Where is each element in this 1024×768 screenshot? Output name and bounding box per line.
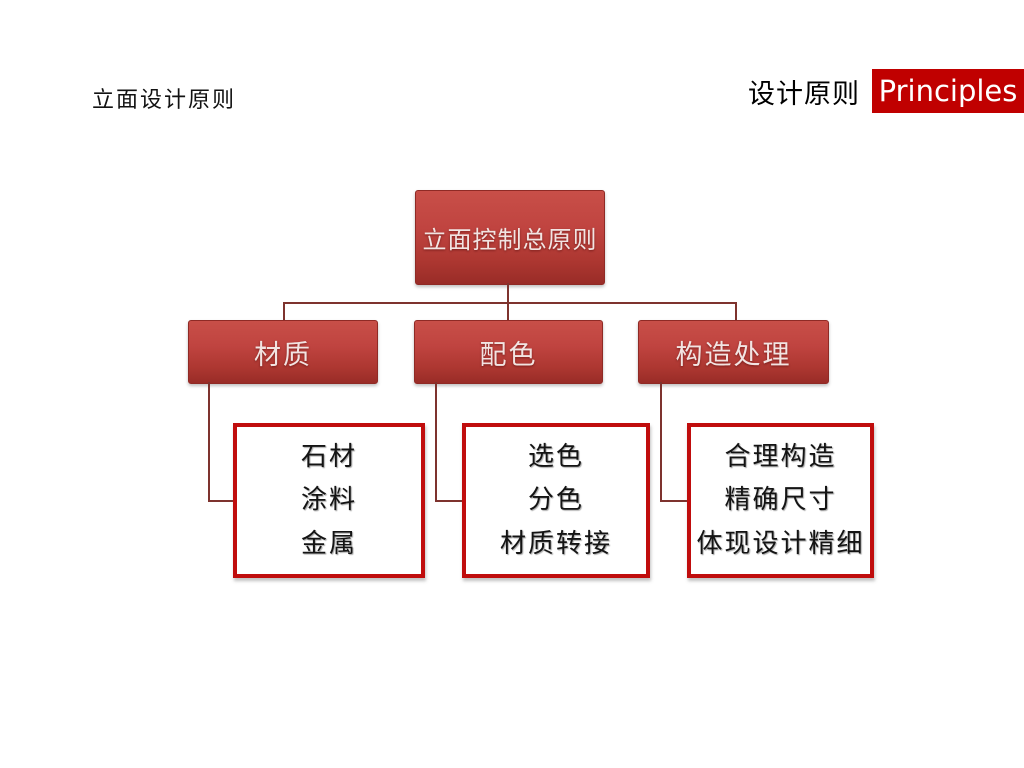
branch-node-label: 构造处理 [675,339,792,371]
branch-node-label: 材质 [254,339,312,371]
root-node-label: 立面控制总原则 [422,226,598,254]
elbow-vertical-1 [208,382,210,501]
connector-trunk [507,283,509,302]
header-label-en: Principles [878,74,1018,108]
branch-node-label: 配色 [479,339,538,371]
header-accent-box: Principles [872,69,1024,113]
elbow-horizontal-2 [435,500,462,502]
detail-item: 金属 [300,528,357,559]
header-label-zh: 设计原则 [748,78,860,110]
detail-item: 体现设计精细 [696,528,865,559]
connector-stub-right [735,302,737,320]
connector-rail [283,302,736,304]
detail-item: 选色 [527,441,584,472]
root-node: 立面控制总原则 [415,190,605,285]
detail-box-material: 石材 涂料 金属 [233,423,425,578]
branch-node-construction: 构造处理 [638,320,829,384]
elbow-vertical-2 [435,382,437,501]
detail-item: 分色 [527,485,584,516]
slide-title: 立面设计原则 [92,88,237,113]
detail-item: 合理构造 [724,441,837,472]
branch-node-color: 配色 [414,320,603,384]
elbow-vertical-3 [660,382,662,501]
detail-box-color: 选色 分色 材质转接 [462,423,650,578]
detail-item: 材质转接 [499,528,612,559]
detail-item: 石材 [300,441,357,472]
connector-stub-left [283,302,285,320]
connector-stub-center [507,302,509,320]
detail-item: 涂料 [300,485,357,516]
header-right: 设计原则 Principles [748,69,1024,113]
elbow-horizontal-1 [208,500,233,502]
elbow-horizontal-3 [660,500,687,502]
branch-node-material: 材质 [188,320,378,384]
detail-item: 精确尺寸 [724,485,837,516]
detail-box-construction: 合理构造 精确尺寸 体现设计精细 [687,423,874,578]
